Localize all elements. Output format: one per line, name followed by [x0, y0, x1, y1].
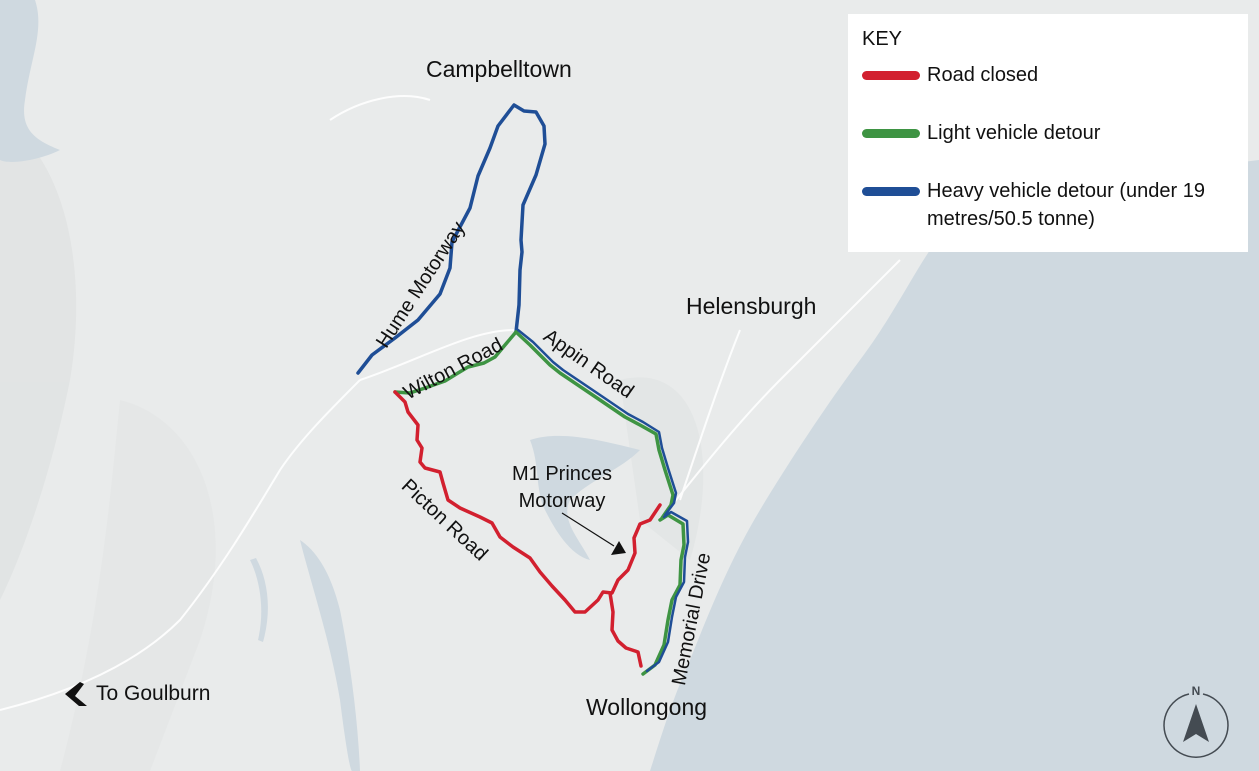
appin-road-route-heavy: [516, 328, 678, 517]
annotation-line-1: M1 Princes: [511, 463, 613, 485]
legend-item-light-vehicle-detour: Light vehicle detour: [862, 119, 1248, 147]
legend-label: Road closed: [927, 64, 1039, 86]
hume-motorway-route: [356, 103, 547, 375]
legend-item-heavy-vehicle-detour: Heavy vehicle detour (under 19 metres/50…: [862, 177, 1248, 233]
heavy-vehicle-swatch-icon: [862, 187, 920, 196]
legend-label: Light vehicle detour: [927, 122, 1101, 144]
picton-road-closed: [393, 390, 662, 614]
compass-north-label: N: [1192, 684, 1201, 698]
m1-princes-motorway-closed: [608, 591, 643, 668]
annotation-pointer-line: [561, 512, 615, 547]
memorial-drive-route-light: [641, 513, 686, 676]
place-label-campbelltown: Campbelltown: [426, 56, 572, 82]
wilton-road-route: [393, 330, 518, 395]
road-closed-swatch-icon: [862, 71, 920, 80]
annotation-arrowhead-icon: [611, 541, 626, 555]
place-label-wollongong: Wollongong: [586, 694, 708, 720]
legend-label: Heavy vehicle detour (under 19 metres/50…: [927, 180, 1205, 230]
terrain: [0, 120, 704, 771]
map-legend: KEY Road closed Light vehicle detour Hea…: [848, 14, 1248, 252]
annotation-m1-princes-motorway: M1 Princes Motorway: [496, 461, 628, 515]
chevron-left-icon: [65, 682, 87, 706]
water-bodies: [0, 0, 640, 771]
legend-item-road-closed: Road closed: [862, 61, 1248, 89]
light-vehicle-swatch-icon: [862, 129, 920, 138]
minor-roads: [0, 95, 901, 711]
legend-title: KEY: [862, 28, 903, 50]
ocean: [650, 250, 1259, 771]
north-compass: N: [1160, 682, 1232, 762]
annotation-line-2: Motorway: [518, 490, 606, 512]
north-arrow-icon: N: [1163, 684, 1229, 758]
appin-road-route-light: [514, 330, 675, 520]
direction-label: To Goulburn: [96, 682, 211, 705]
direction-to-goulburn: To Goulburn: [62, 680, 210, 708]
memorial-drive-route-heavy: [645, 510, 690, 673]
place-label-helensburgh: Helensburgh: [686, 293, 817, 319]
